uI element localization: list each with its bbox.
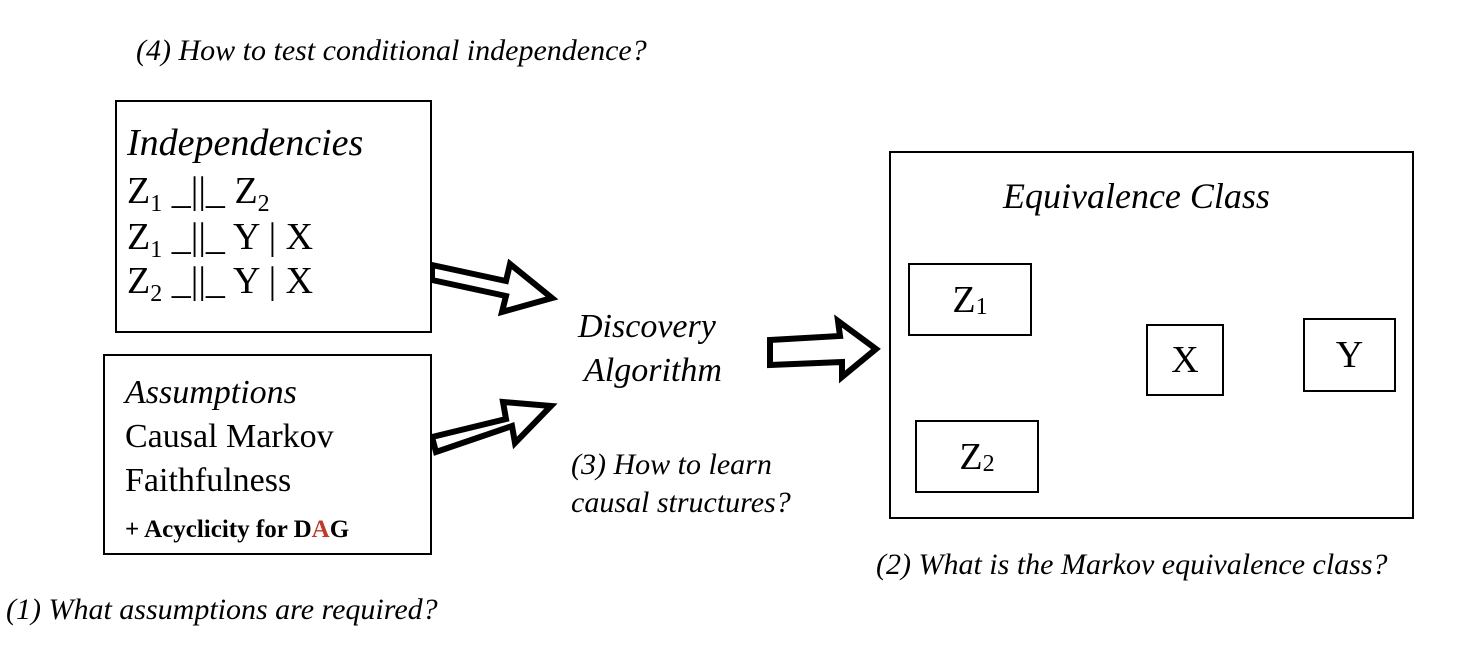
independency-row-3: Z2 _||_ Y | X: [127, 260, 314, 307]
node-z2-subscript: 2: [982, 451, 995, 477]
assumptions-to-algorithm-arrow: [428, 398, 558, 456]
node-z2-label: Z: [959, 435, 983, 478]
condition: | X: [259, 216, 314, 258]
variable-label: Z: [234, 170, 258, 212]
subscript: 2: [150, 281, 163, 307]
dag-letter-d: D: [293, 516, 312, 543]
independence-symbol: _||_: [162, 170, 235, 212]
assumption-item-causal-markov: Causal Markov: [125, 418, 334, 455]
independencies-to-algorithm-arrow: [429, 258, 559, 317]
node-y: Y: [1303, 318, 1396, 392]
acyclicity-prefix: + Acyclicity for: [125, 516, 294, 543]
acyclicity-note: + Acyclicity for DAG: [125, 516, 349, 544]
condition: | X: [259, 260, 314, 302]
assumptions-box: Assumptions Causal Markov Faithfulness +…: [103, 354, 432, 555]
independencies-box: Independencies Z1 _||_ Z2 Z1 _||_ Y | X …: [115, 100, 432, 333]
question-4: (4) How to test conditional independence…: [136, 34, 647, 67]
independency-row-2: Z1 _||_ Y | X: [127, 216, 314, 263]
independence-symbol: _||_: [162, 260, 234, 302]
assumption-item-faithfulness: Faithfulness: [125, 462, 292, 499]
question-3-line2: causal structures?: [571, 486, 791, 519]
algorithm-label-line1: Discovery: [578, 308, 716, 345]
question-3-line1: (3) How to learn: [571, 448, 772, 481]
assumptions-title: Assumptions: [125, 374, 297, 411]
independence-symbol: _||_: [162, 216, 234, 258]
question-2: (2) What is the Markov equivalence class…: [876, 548, 1388, 581]
node-z1-label: Z: [952, 278, 976, 321]
node-x-label: X: [1171, 339, 1199, 381]
equivalence-class-title: Equivalence Class: [1003, 176, 1270, 216]
question-1: (1) What assumptions are required?: [6, 593, 438, 626]
node-x: X: [1146, 324, 1224, 396]
dag-letter-g: G: [329, 516, 350, 543]
node-y-label: Y: [1335, 334, 1364, 376]
variable-label: Y: [233, 216, 260, 258]
variable-label: Y: [233, 260, 260, 302]
subscript: 1: [150, 191, 163, 217]
variable-label: Z: [127, 170, 151, 212]
algorithm-label-line2: Algorithm: [584, 352, 722, 389]
independencies-title: Independencies: [127, 122, 364, 164]
subscript: 1: [150, 237, 163, 263]
variable-label: Z: [127, 260, 151, 302]
algorithm-to-equivalence-arrow: [767, 314, 881, 384]
dag-letter-a: A: [311, 516, 330, 543]
subscript: 2: [257, 191, 270, 217]
node-z1-subscript: 1: [975, 294, 988, 320]
independency-row-1: Z1 _||_ Z2: [127, 170, 270, 217]
variable-label: Z: [127, 216, 151, 258]
